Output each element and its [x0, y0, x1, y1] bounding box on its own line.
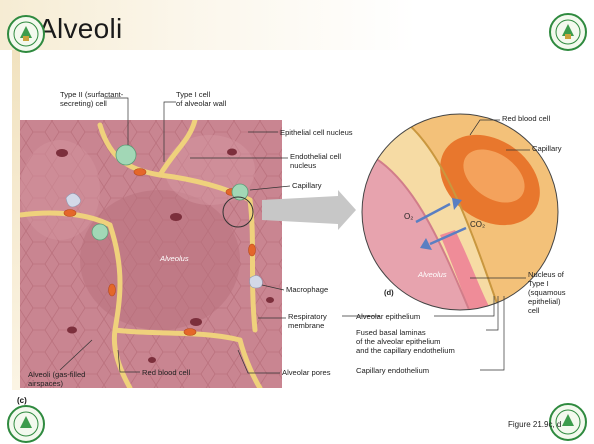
label-alveolus-c: Alveolus [160, 254, 189, 263]
label-red-blood-cell-d: Red blood cell [502, 114, 550, 123]
label-fused-basal-laminas: Fused basal laminas of the alveolar epit… [356, 328, 455, 355]
label-epithelial-nucleus: Epithelial cell nucleus [280, 128, 353, 137]
label-respiratory-membrane: Respiratory membrane [288, 312, 327, 330]
label-red-blood-cell-c: Red blood cell [142, 368, 190, 377]
label-type1-cell: Type I cell of alveolar wall [176, 90, 226, 108]
label-nucleus-type1: Nucleus of Type I (squamous epithelial) … [528, 270, 566, 315]
label-alveoli-airspaces: Alveoli (gas-filled airspaces) [28, 370, 85, 388]
label-o2: O₂ [404, 212, 413, 221]
label-co2: CO₂ [470, 220, 485, 229]
label-alveolus-d: Alveolus [418, 270, 447, 279]
label-type2-cell: Type II (surfactant- secreting) cell [60, 90, 123, 108]
label-macrophage: Macrophage [286, 285, 328, 294]
label-alveolar-epithelium: Alveolar epithelium [356, 312, 420, 321]
label-endothelial-nucleus: Endothelial cell nucleus [290, 152, 341, 170]
label-capillary-c: Capillary [292, 181, 322, 190]
figure-caption: Figure 21.9c, d [508, 420, 561, 429]
label-capillary-endothelium: Capillary endothelium [356, 366, 429, 375]
panel-label-d: (d) [384, 288, 394, 297]
alveolar-tissue-panel [20, 120, 282, 388]
label-alveolar-pores: Alveolar pores [282, 368, 331, 377]
label-capillary-d: Capillary [532, 144, 562, 153]
panel-label-c: (c) [17, 396, 27, 405]
